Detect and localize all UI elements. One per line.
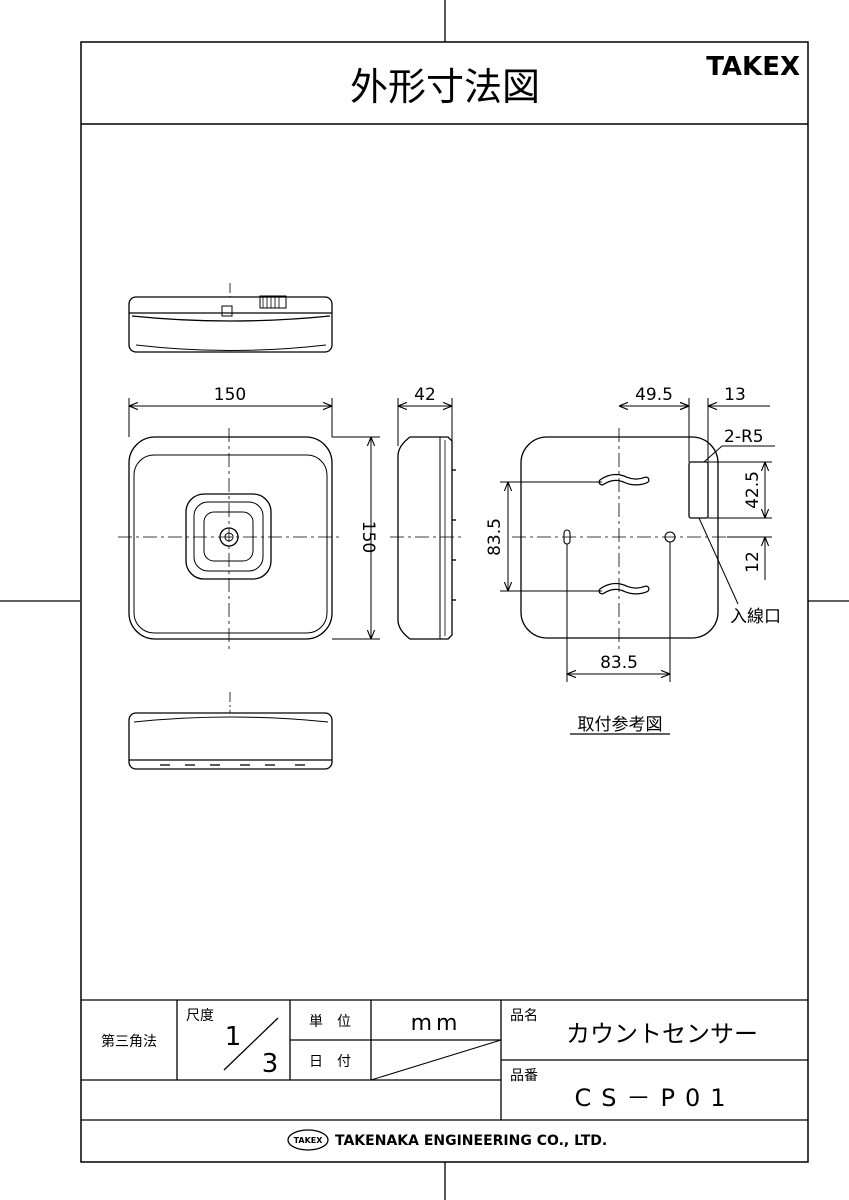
dim-83-5-vertical-label: 83.5 [485,518,505,556]
dim-height-label: 150 [358,521,378,553]
product-name: カウントセンサー [566,1020,758,1048]
dim-radius-label: 2-R5 [724,427,764,447]
mounting-view [512,428,739,650]
wire-inlet-label: 入線口 [730,607,781,627]
scale-label: 尺度 [186,1008,214,1024]
company-name: TAKENAKA ENGINEERING CO., LTD. [335,1133,607,1149]
dim-42-5-label: 42.5 [743,471,763,509]
dim-12-label: 12 [743,551,763,573]
side-view [390,436,464,640]
brand-logo: TAKEX [706,52,800,82]
date-label: 日 付 [309,1054,351,1070]
bottom-view [128,692,333,770]
mounting-caption: 取付参考図 [578,715,663,735]
dim-83-5-horizontal-label: 83.5 [600,653,638,673]
product-number-label: 品番 [510,1068,538,1084]
dim-49-5-label: 49.5 [635,385,673,405]
projection-method: 第三角法 [101,1033,157,1050]
dim-depth-label: 42 [414,385,436,405]
dim-width-label: 150 [214,385,246,405]
product-name-label: 品名 [510,1008,538,1024]
dim-13-label: 13 [724,385,746,405]
unit-value: mm [411,1011,462,1036]
page-title: 外形寸法図 [350,65,540,109]
sheet-frame [80,41,809,1163]
product-number: CS－P01 [574,1084,735,1112]
scale-numerator: 1 [225,1022,242,1052]
top-view [128,283,333,353]
company-logo: TAKEX [287,1129,329,1151]
scale-denominator: 3 [262,1049,279,1079]
title-block-lines [81,999,808,1121]
front-view [118,428,343,650]
dimension-lines [128,398,775,735]
company-logo-text: TAKEX [294,1136,324,1145]
unit-label: 単 位 [309,1014,351,1030]
